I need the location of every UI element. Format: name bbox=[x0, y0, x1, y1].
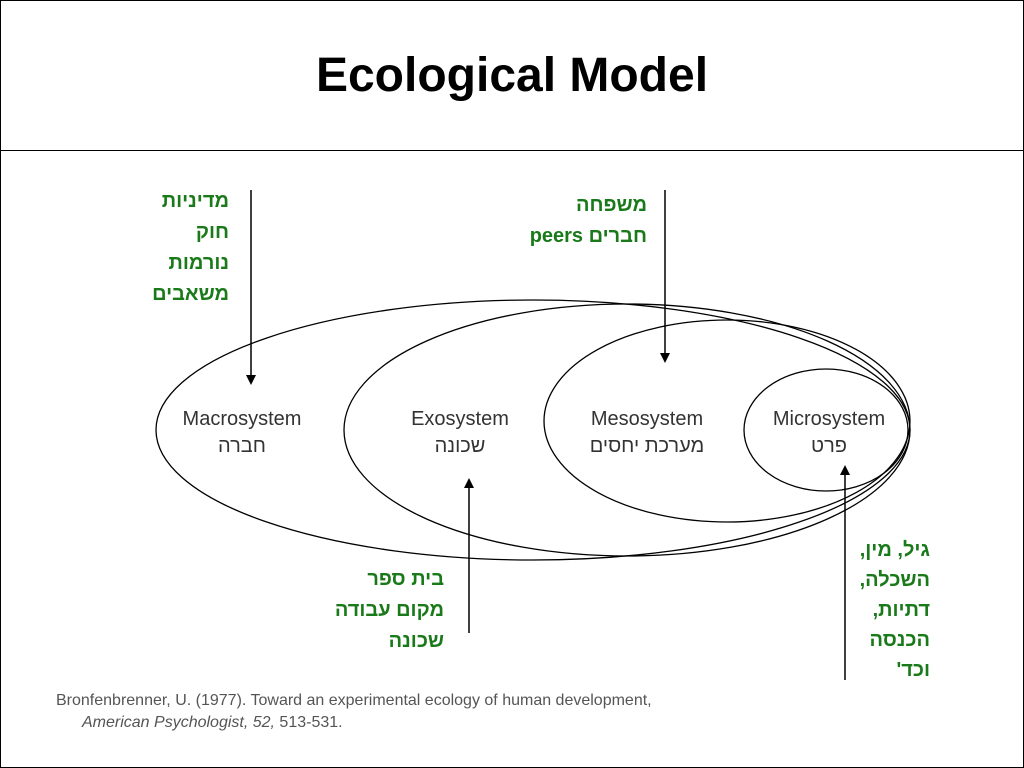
meso-note-item: חברים peers bbox=[529, 225, 647, 247]
mesosystem-hebrew: מערכת יחסים bbox=[589, 435, 705, 457]
micro-notes: גיל, מין, השכלה, דתיות, הכנסה וכד' bbox=[860, 535, 930, 685]
micro-note-item: דתיות, bbox=[872, 599, 930, 621]
citation-pages: 513-531. bbox=[274, 714, 343, 731]
meso-note-item: משפחה bbox=[576, 194, 647, 216]
microsystem-name: Microsystem bbox=[772, 408, 886, 430]
citation-journal: American Psychologist, 52, bbox=[82, 714, 275, 731]
micro-note-item: השכלה, bbox=[859, 569, 930, 591]
macrosystem-name: Macrosystem bbox=[182, 408, 302, 430]
exosystem-name: Exosystem bbox=[411, 408, 509, 430]
mesosystem-label: Mesosystem מערכת יחסים bbox=[572, 406, 722, 460]
citation-line-2: American Psychologist, 52, 513-531. bbox=[56, 712, 652, 734]
exosystem-label: Exosystem שכונה bbox=[388, 406, 532, 460]
macro-notes: מדיניות חוק נורמות משאבים bbox=[152, 186, 229, 310]
exosystem-hebrew: שכונה bbox=[434, 435, 486, 457]
meso-notes: משפחה חברים peers bbox=[530, 190, 647, 252]
micro-note-item: הכנסה bbox=[869, 629, 931, 651]
micro-note-item: וכד' bbox=[896, 659, 931, 681]
exo-note-item: מקום עבודה bbox=[334, 599, 444, 621]
exo-notes: בית ספר מקום עבודה שכונה bbox=[335, 564, 444, 657]
exo-note-item: שכונה bbox=[388, 630, 444, 652]
mesosystem-name: Mesosystem bbox=[590, 408, 704, 430]
macro-note-item: נורמות bbox=[168, 252, 230, 274]
exosystem-ellipse bbox=[343, 303, 911, 557]
microsystem-label: Microsystem פרט bbox=[754, 406, 904, 460]
macro-note-item: חוק bbox=[195, 221, 229, 243]
macro-note-item: משאבים bbox=[152, 283, 229, 305]
mesosystem-ellipse bbox=[543, 319, 911, 523]
citation-line-1: Bronfenbrenner, U. (1977). Toward an exp… bbox=[56, 692, 652, 709]
title-divider bbox=[0, 150, 1024, 151]
micro-note-item: גיל, מין, bbox=[859, 539, 930, 561]
exo-note-item: בית ספר bbox=[367, 568, 444, 590]
citation: Bronfenbrenner, U. (1977). Toward an exp… bbox=[56, 690, 652, 734]
macro-note-item: מדיניות bbox=[161, 190, 229, 212]
microsystem-ellipse bbox=[743, 368, 909, 492]
macrosystem-label: Macrosystem חברה bbox=[164, 406, 320, 460]
microsystem-hebrew: פרט bbox=[811, 435, 847, 457]
page-title: Ecological Model bbox=[315, 49, 709, 102]
macrosystem-hebrew: חברה bbox=[218, 435, 266, 457]
